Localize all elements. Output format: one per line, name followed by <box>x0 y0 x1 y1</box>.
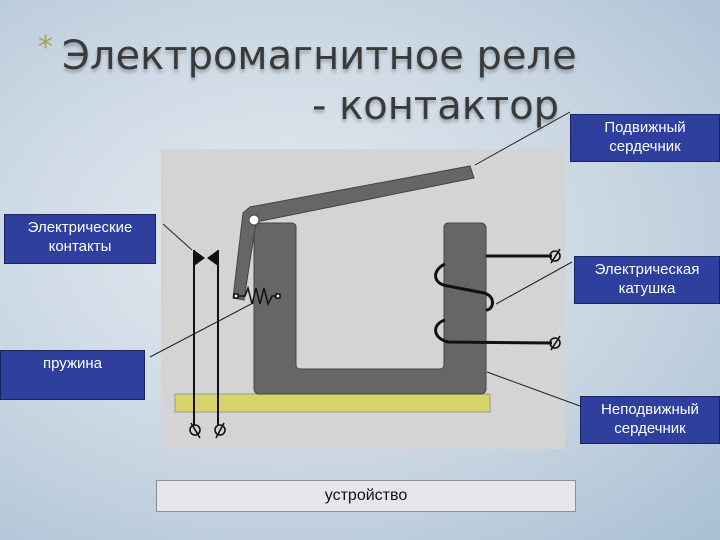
label-line: контакты <box>48 238 112 255</box>
fixed-core <box>253 222 487 395</box>
label-electrical-coil: Электрическая катушка <box>574 256 720 304</box>
terminals <box>189 248 561 439</box>
diagram-caption: устройство <box>156 480 576 512</box>
label-line: Подвижный <box>604 119 686 136</box>
pivot <box>248 214 260 226</box>
label-line: сердечник <box>609 138 681 155</box>
leader-lines <box>149 111 581 407</box>
coil <box>434 254 553 345</box>
label-spring: пружина <box>0 350 145 400</box>
label-line: пружина <box>42 355 102 372</box>
label-line: сердечник <box>614 420 686 437</box>
label-fixed-core: Неподвижный сердечник <box>580 396 720 444</box>
title-bullet: * <box>38 30 53 65</box>
label-line: катушка <box>618 280 676 297</box>
label-line: Неподвижный <box>601 401 699 418</box>
label-electrical-contacts: Электрические контакты <box>4 214 156 264</box>
moving-core <box>232 165 475 301</box>
label-moving-core: Подвижный сердечник <box>570 114 720 162</box>
slide-title-line1: Электромагнитное реле <box>62 33 577 79</box>
label-line: Электрическая <box>594 261 700 278</box>
slide-title-line2: - контактор <box>312 83 560 129</box>
label-line: Электрические <box>27 219 133 236</box>
base-plate <box>174 393 491 413</box>
spring <box>233 285 281 307</box>
electrical-contacts <box>193 250 219 425</box>
